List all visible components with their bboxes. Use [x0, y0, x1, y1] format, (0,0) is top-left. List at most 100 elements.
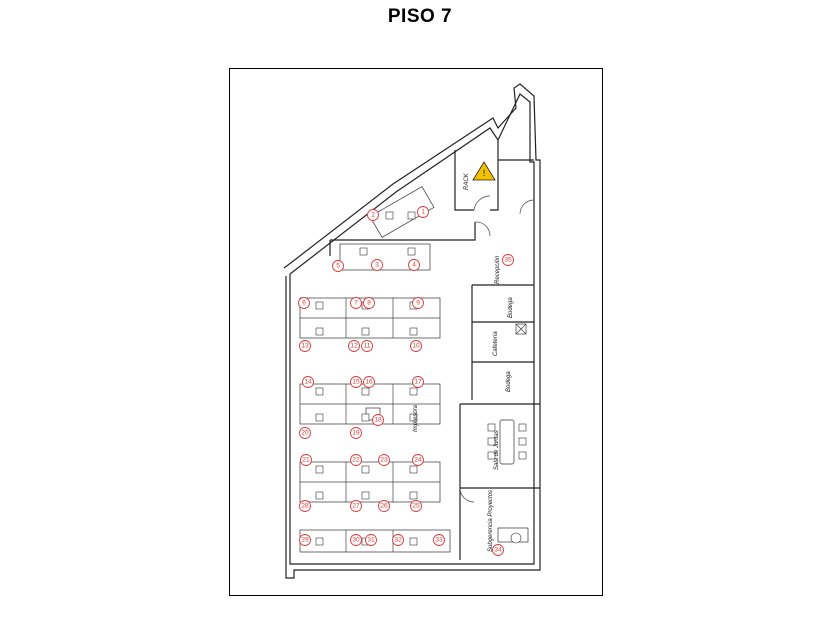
workstation-number: 9	[416, 300, 420, 307]
workstation-15: 15	[350, 376, 362, 388]
workstation-number: 23	[380, 457, 388, 464]
warning-icon: !	[472, 161, 496, 181]
workstation-marker	[412, 454, 424, 466]
workstation-26: 26	[378, 500, 390, 512]
workstation-number: 8	[367, 300, 371, 307]
workstation-marker	[348, 340, 360, 352]
workstation-number: 10	[412, 343, 420, 350]
workstation-marker	[300, 454, 312, 466]
workstation-number: 6	[302, 300, 306, 307]
workstation-number: 17	[414, 379, 422, 386]
office-furniture	[497, 527, 529, 544]
workstation-marker	[408, 259, 420, 271]
workstation-number: 7	[354, 300, 358, 307]
workstation-number: 11	[364, 343, 371, 350]
workstation-marker	[410, 340, 422, 352]
workstation-16: 16	[363, 376, 375, 388]
workstation-6: 6	[298, 297, 310, 309]
workstation-number: 18	[374, 417, 382, 424]
workstation-number: 4	[412, 262, 416, 269]
workstation-14: 14	[302, 376, 314, 388]
workstation-marker	[378, 500, 390, 512]
workstation-20: 20	[299, 427, 311, 439]
workstation-11: 11	[361, 340, 373, 352]
conference-table	[487, 419, 527, 465]
workstation-number: 29	[301, 537, 309, 544]
workstation-number: 20	[301, 430, 309, 437]
workstation-21: 21	[300, 454, 312, 466]
workstation-marker	[350, 376, 362, 388]
workstation-number: 27	[352, 503, 360, 510]
workstation-marker	[417, 206, 429, 218]
svg-text:!: !	[482, 169, 486, 179]
workstation-number: 12	[350, 343, 358, 350]
workstation-10: 10	[410, 340, 422, 352]
workstation-number: 32	[394, 537, 402, 544]
workstation-22: 22	[350, 454, 362, 466]
workstation-number: 2	[371, 212, 375, 219]
workstation-number: 30	[352, 537, 360, 544]
workstation-marker	[350, 454, 362, 466]
workstation-8: 8	[363, 297, 375, 309]
workstation-number: 24	[414, 457, 422, 464]
desk-islands	[299, 186, 451, 553]
workstation-marker	[299, 500, 311, 512]
workstation-9: 9	[412, 297, 424, 309]
workstation-number: 14	[304, 379, 312, 386]
workstation-marker	[365, 534, 377, 546]
workstation-marker	[350, 534, 362, 546]
workstation-marker	[502, 254, 514, 266]
workstation-31: 31	[365, 534, 377, 546]
chairs	[315, 211, 418, 546]
workstation-32: 32	[392, 534, 404, 546]
workstation-marker	[361, 340, 373, 352]
workstation-number: 19	[352, 430, 360, 437]
workstation-23: 23	[378, 454, 390, 466]
workstation-marker	[302, 376, 314, 388]
workstation-number: 22	[352, 457, 360, 464]
workstation-number: 13	[301, 343, 309, 350]
rack-label: RACK	[464, 172, 470, 190]
exterior-walls	[283, 83, 541, 579]
sala-juntas-label: Sala de Juntas	[494, 430, 500, 470]
top-partition	[329, 221, 491, 256]
workstation-5: 5	[332, 260, 344, 272]
workstation-marker	[367, 209, 379, 221]
workstation-4: 4	[408, 259, 420, 271]
workstation-number: 1	[421, 209, 425, 216]
room-labels: RACK Recepción Bodega Cafetería Bodega S…	[413, 172, 514, 552]
workstation-number: 28	[301, 503, 309, 510]
rack-room	[454, 150, 499, 211]
workstation-number: 16	[365, 379, 373, 386]
workstation-marker	[378, 454, 390, 466]
workstation-marker	[298, 297, 310, 309]
gerencia-label: Subgerencia Proyectos	[488, 490, 494, 552]
workstation-marker	[433, 534, 445, 546]
workstation-number: 25	[412, 503, 420, 510]
workstation-3: 3	[371, 259, 383, 271]
workstation-number: 21	[302, 457, 310, 464]
workstation-34: 34	[492, 544, 504, 556]
workstation-marker	[492, 544, 504, 556]
impresora-label: Impresora	[413, 404, 419, 432]
workstation-1: 1	[417, 206, 429, 218]
workstation-marker	[371, 259, 383, 271]
workstation-25: 25	[410, 500, 422, 512]
workstation-marker	[299, 427, 311, 439]
workstation-marker	[412, 297, 424, 309]
workstation-marker	[363, 297, 375, 309]
workstation-24: 24	[412, 454, 424, 466]
workstation-12: 12	[348, 340, 360, 352]
workstation-2: 2	[367, 209, 379, 221]
drawing-frame	[229, 68, 603, 596]
workstation-marker	[410, 500, 422, 512]
workstation-marker	[372, 414, 384, 426]
workstation-marker	[350, 500, 362, 512]
page-title: PISO 7	[387, 6, 453, 27]
workstation-marker	[299, 340, 311, 352]
workstation-marker	[350, 297, 362, 309]
workstation-17: 17	[412, 376, 424, 388]
workstation-number: 3	[375, 262, 379, 269]
